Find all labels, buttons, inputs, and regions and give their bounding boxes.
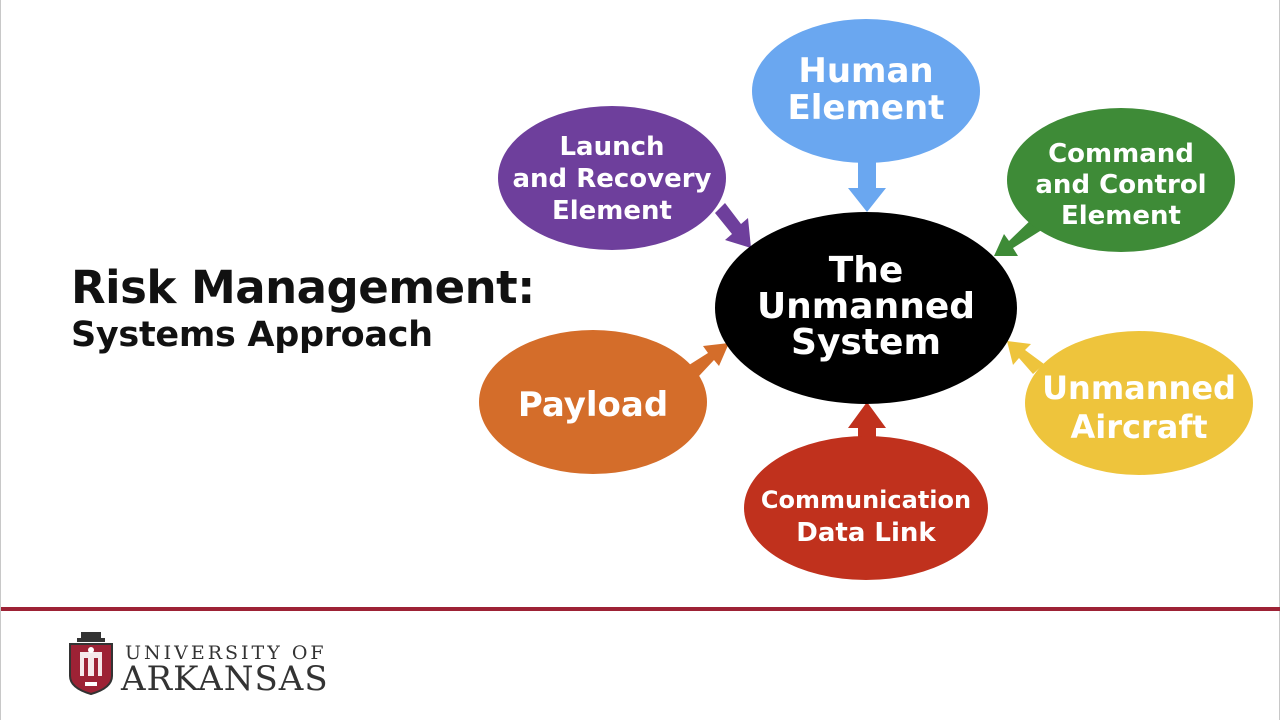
node-payload: Payload [479, 330, 707, 474]
systems-diagram: Human Element Command and Control Elemen… [479, 19, 1253, 580]
title-block: Risk Management: Systems Approach [71, 262, 535, 356]
node-label: Element [552, 196, 672, 226]
node-human-element: Human Element [752, 19, 980, 163]
node-label: Command [1048, 139, 1194, 169]
node-center-system: The Unmanned System [715, 212, 1017, 404]
center-label: System [791, 322, 941, 363]
node-label: Unmanned [1042, 369, 1236, 407]
node-unmanned-aircraft: Unmanned Aircraft [1025, 331, 1253, 475]
center-label: The [829, 250, 904, 291]
node-label: and Recovery [513, 164, 712, 194]
node-label: and Control [1035, 170, 1206, 200]
arrows [689, 158, 1048, 440]
arrow-unmanned-aircraft [1007, 341, 1044, 374]
node-label: Launch [559, 132, 664, 162]
center-label: Unmanned [757, 286, 975, 327]
node-label: Human [798, 51, 933, 91]
university-name-line1: UNIVERSITY OF [125, 642, 327, 664]
node-label: Element [788, 88, 945, 128]
node-communication-data-link: Communication Data Link [744, 436, 988, 580]
node-label: Communication [761, 486, 971, 514]
node-command-control: Command and Control Element [1007, 108, 1235, 252]
node-label: Data Link [796, 518, 936, 548]
university-seal-icon [69, 632, 113, 696]
footer-divider [1, 607, 1280, 611]
arrow-communication-data-link [848, 402, 886, 440]
university-name-line2: ARKANSAS [121, 659, 329, 699]
slide-title: Risk Management: [71, 261, 535, 314]
node-launch-recovery: Launch and Recovery Element [498, 106, 726, 250]
node-label: Payload [518, 385, 668, 425]
arrow-human-element [848, 158, 886, 212]
arrow-launch-recovery [715, 203, 751, 248]
node-label: Aircraft [1070, 408, 1207, 446]
node-label: Element [1061, 201, 1181, 231]
slide-subtitle: Systems Approach [71, 315, 433, 355]
arrow-payload [689, 343, 729, 376]
